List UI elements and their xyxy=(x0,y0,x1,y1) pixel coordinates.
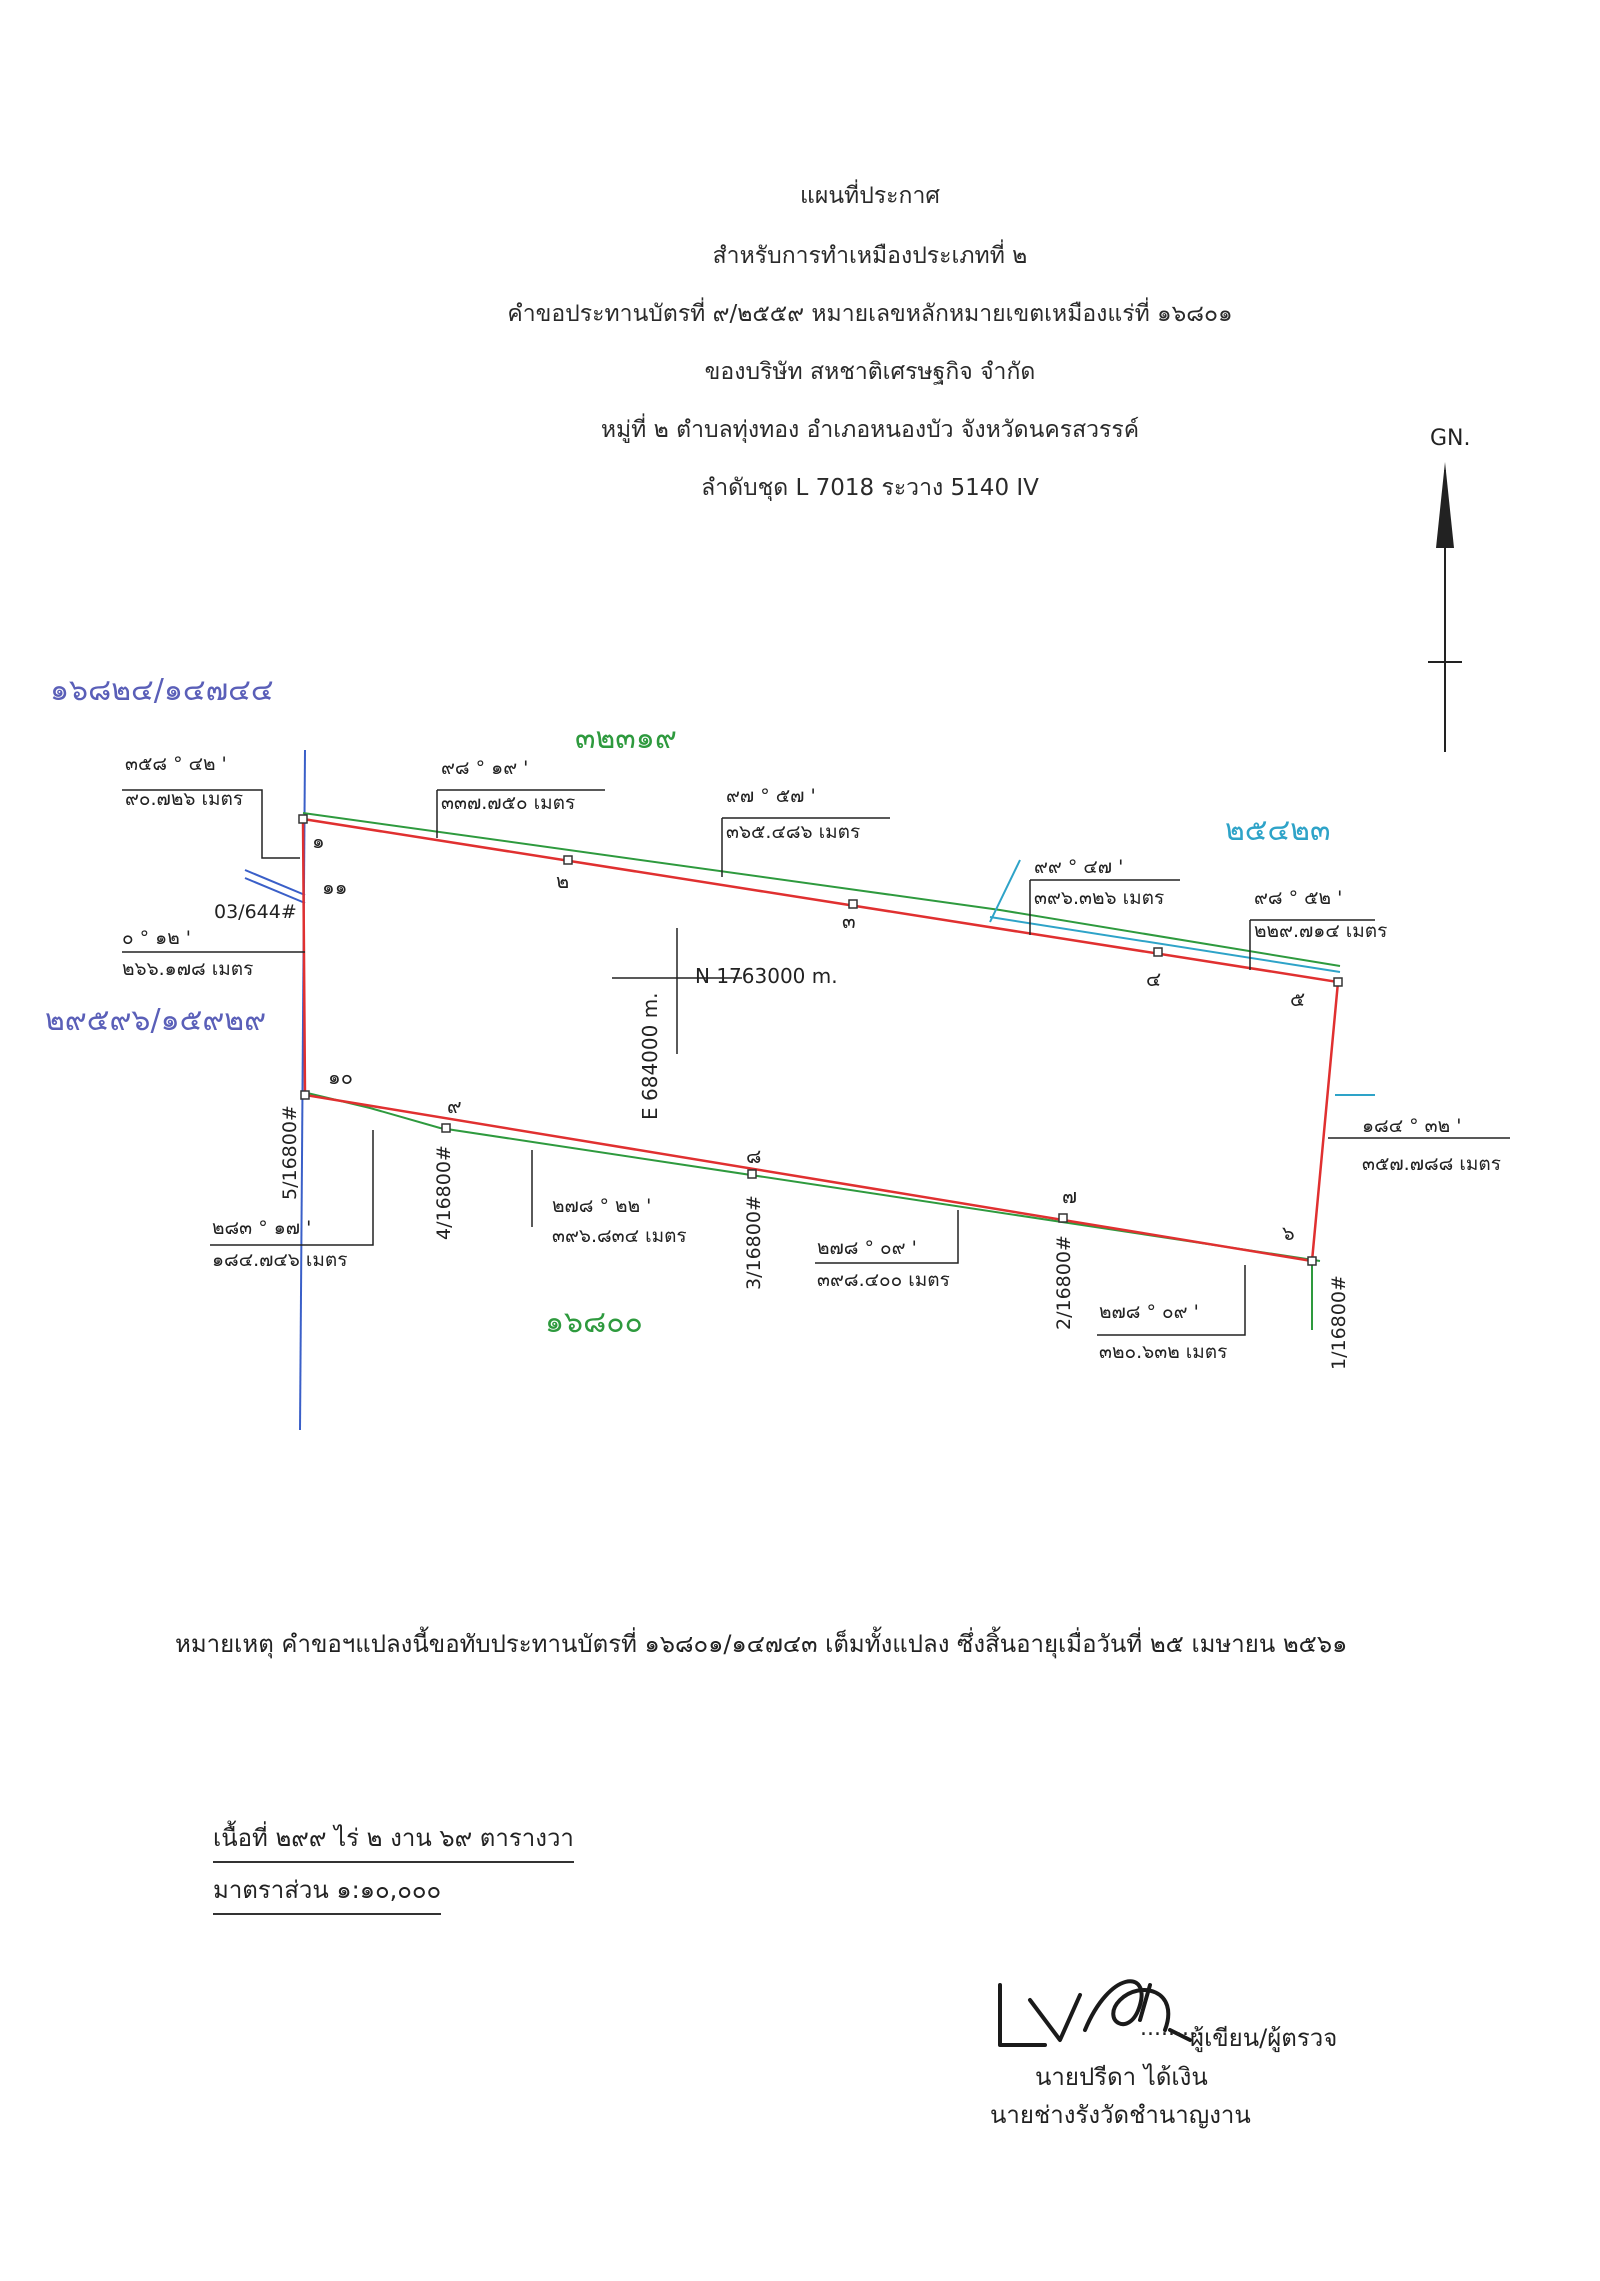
neighbor-label-north: ๓๒๓๑๙ xyxy=(575,721,677,756)
point-label-10: ๑๐ xyxy=(328,1065,353,1089)
point-label-9: ๙ xyxy=(447,1094,462,1118)
bearing-distance-1: ๙๐.๗๒๖ เมตร xyxy=(125,788,243,810)
point-label-7: ๗ xyxy=(1062,1184,1077,1208)
bearing-distance-5: ๒๒๙.๗๑๔ เมตร xyxy=(1254,920,1387,942)
bearing-leaders xyxy=(122,789,1510,1336)
bearing-angle-8: ๒๘๓ ° ๑๗ ' xyxy=(212,1217,311,1239)
survey-marker-labels: 03/644# 5/16800# 4/16800# 3/16800# 2/168… xyxy=(214,901,1350,1370)
bearing-distance-11: ๓๒๐.๖๓๒ เมตร xyxy=(1099,1341,1227,1363)
signature-title: นายช่างรังวัดชำนาญงาน xyxy=(990,2101,1251,2129)
header-subtitle: สำหรับการทำเหมืองประเภทที่ ๒ xyxy=(712,243,1028,269)
north-neighbor-line xyxy=(302,812,1341,967)
neighbor-label-northeast: ๒๕๔๒๓ xyxy=(1225,813,1330,848)
survey-marker-2: 2/16800# xyxy=(1053,1235,1075,1330)
bearing-angle-2: ๙๘ ° ๑๙ ' xyxy=(441,757,528,779)
point-label-3: ๓ xyxy=(842,909,856,933)
bearing-angle-4: ๙๙ ° ๔๗ ' xyxy=(1034,856,1123,878)
point-label-6: ๖ xyxy=(1282,1221,1295,1245)
survey-marker-03-644: 03/644# xyxy=(214,901,297,923)
ne-neighbor-line xyxy=(989,859,1021,923)
header-application: คำขอประทานบัตรที่ ๙/๒๕๕๙ หมายเลขหลักหมาย… xyxy=(507,301,1233,327)
header-location: หมู่ที่ ๒ ตำบลทุ่งทอง อำเภอหนองบัว จังหว… xyxy=(600,417,1140,443)
bearing-distance-7: ๓๕๗.๗๘๘ เมตร xyxy=(1362,1153,1501,1175)
point-label-1: ๑ xyxy=(312,829,325,853)
bearing-distance-2: ๓๓๗.๗๕๐ เมตร xyxy=(441,792,575,814)
north-label: GN. xyxy=(1430,426,1471,451)
point-label-4: ๔ xyxy=(1146,967,1161,991)
bearing-distance-8: ๑๘๔.๗๔๖ เมตร xyxy=(212,1249,347,1271)
bearing-angle-6: ๐ ° ๑๒ ' xyxy=(122,927,191,949)
remark-text: หมายเหตุ คำขอฯแปลงนี้ขอทับประทานบัตรที่ … xyxy=(175,1630,1348,1658)
signature-name: นายปรีดา ได้เงิน xyxy=(1035,2063,1208,2091)
scale-text: มาตราส่วน ๑:๑๐,๐๐๐ xyxy=(213,1870,442,1915)
bearing-distance-6: ๒๖๖.๑๗๘ เมตร xyxy=(122,958,253,980)
point-label-11: ๑๑ xyxy=(322,875,347,899)
neighbor-lines xyxy=(244,749,1375,1431)
bearing-angle-3: ๙๗ ° ๕๗ ' xyxy=(726,785,816,807)
bearing-angle-11: ๒๗๘ ° ๐๙ ' xyxy=(1099,1301,1199,1323)
signature-dots: ......... xyxy=(1140,2016,1203,2041)
grid-crosshair: N 1763000 m. E 684000 m. xyxy=(612,928,838,1120)
survey-marker-4: 4/16800# xyxy=(433,1145,455,1240)
corner-markers xyxy=(298,814,1343,1266)
bearing-distance-3: ๓๖๕.๔๘๖ เมตร xyxy=(726,821,860,843)
header-sheet: ลำดับชุด L 7018 ระวาง 5140 IV xyxy=(701,475,1039,501)
neighbor-label-northwest: ๑๖๘๒๔/๑๔๗๔๔ xyxy=(50,673,274,708)
point-labels: ๑ ๒ ๓ ๔ ๕ ๖ ๗ ๘ ๙ ๑๐ ๑๑ xyxy=(312,829,1305,1245)
area-text: เนื้อที่ ๒๙๙ ไร่ ๒ งาน ๖๙ ตารางวา xyxy=(213,1818,574,1863)
header-company: ของบริษัท สหชาติเศรษฐกิจ จำกัด xyxy=(704,359,1036,385)
grid-north-label: N 1763000 m. xyxy=(695,964,838,988)
bearing-angle-9: ๒๗๘ ° ๒๒ ' xyxy=(552,1195,651,1217)
grid-east-label: E 684000 m. xyxy=(638,992,662,1120)
neighbor-labels: ๑๖๘๒๔/๑๔๗๔๔ ๓๒๓๑๙ ๒๕๔๒๓ ๒๙๕๙๖/๑๕๙๒๙ ๑๖๘๐… xyxy=(45,673,1330,1340)
signature-role: ผู้เขียน/ผู้ตรวจ xyxy=(1190,2024,1338,2052)
bearing-angle-10: ๒๗๘ ° ๐๙ ' xyxy=(817,1237,917,1259)
survey-marker-1: 1/16800# xyxy=(1328,1275,1350,1370)
north-arrow-icon: GN. xyxy=(1428,426,1471,752)
point-label-2: ๒ xyxy=(556,869,569,893)
survey-marker-3: 3/16800# xyxy=(743,1195,765,1290)
header-title: แผนที่ประกาศ xyxy=(800,183,940,209)
west-road-line xyxy=(244,869,306,896)
bearing-angle-5: ๙๘ ° ๕๒ ' xyxy=(1254,887,1342,909)
bearing-distance-4: ๓๙๖.๓๒๖ เมตร xyxy=(1034,887,1164,909)
neighbor-label-south: ๑๖๘๐๐ xyxy=(545,1305,643,1340)
bearing-angle-7: ๑๘๔ ° ๓๒ ' xyxy=(1362,1115,1461,1137)
bearing-distance-9: ๓๙๖.๘๓๔ เมตร xyxy=(552,1225,687,1247)
survey-marker-5: 5/16800# xyxy=(279,1105,301,1200)
bearing-labels: ๓๕๘ ° ๔๒ ' ๙๐.๗๒๖ เมตร ๙๘ ° ๑๙ ' ๓๓๗.๗๕๐… xyxy=(122,753,1501,1363)
neighbor-label-west: ๒๙๕๙๖/๑๕๙๒๙ xyxy=(45,1003,266,1038)
point-label-8: ๘ xyxy=(746,1144,761,1168)
point-label-5: ๕ xyxy=(1290,987,1305,1011)
bearing-angle-1: ๓๕๘ ° ๔๒ ' xyxy=(125,753,227,775)
signature-scribble xyxy=(998,1979,1192,2047)
bearing-distance-10: ๓๙๘.๔๐๐ เมตร xyxy=(817,1269,950,1291)
